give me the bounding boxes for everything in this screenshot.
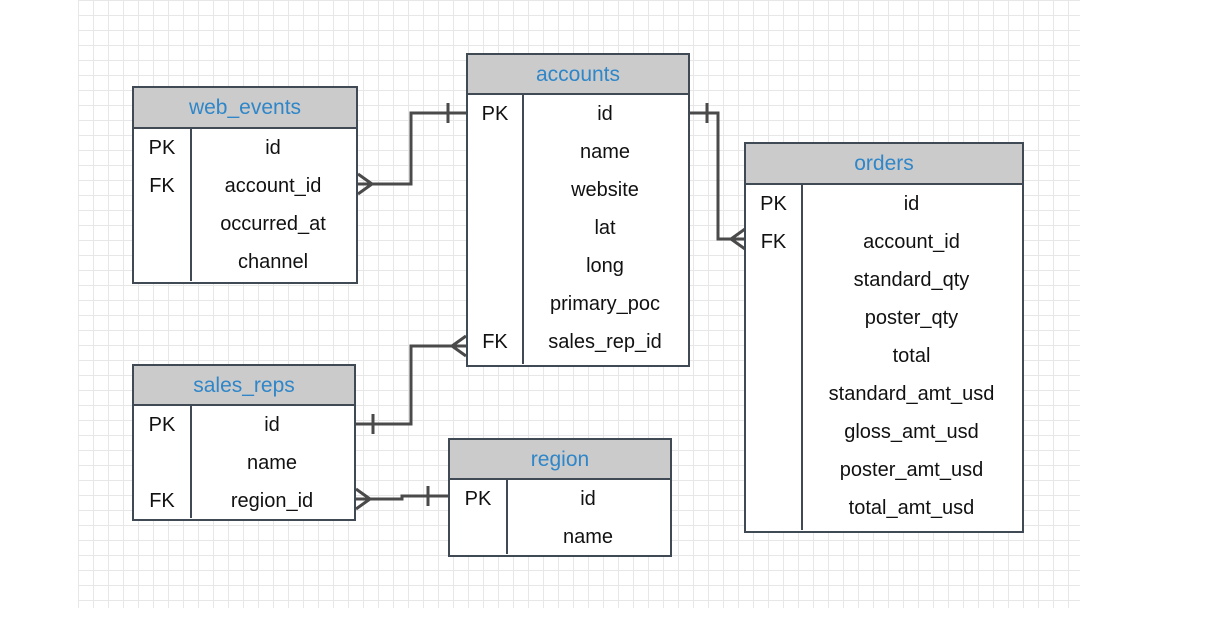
table-row: poster_qty [746, 299, 1022, 337]
field-name: gloss_amt_usd [844, 420, 979, 443]
table-row: PK id [134, 129, 356, 167]
key-column-divider [190, 406, 192, 518]
field-name: id [903, 192, 920, 215]
table-row: FK sales_rep_id [468, 323, 688, 361]
field-name: name [579, 140, 631, 163]
table-row: long [468, 247, 688, 285]
connector-accounts-orders [690, 103, 746, 251]
table-title-accounts: accounts [468, 55, 688, 95]
field-name: primary_poc [549, 292, 661, 315]
table-row: occurred_at [134, 205, 356, 243]
field-name: name [562, 525, 614, 548]
field-name: id [265, 136, 281, 159]
table-sales-reps[interactable]: sales_reps PK id name FK region_id [132, 364, 356, 521]
field-name: long [586, 254, 624, 277]
table-row: total_amt_usd [746, 489, 1022, 527]
table-body-accounts: PK id name website lat long primary_p [468, 95, 688, 364]
table-row: name [134, 444, 354, 482]
field-name: account_id [863, 230, 960, 253]
field-name: channel [237, 250, 309, 273]
table-row: lat [468, 209, 688, 247]
table-body-orders: PK id FK account_id standard_qty poster_… [746, 185, 1022, 530]
key-label: FK [482, 330, 508, 353]
key-column-divider [190, 129, 192, 281]
field-name: standard_qty [853, 268, 970, 291]
table-body-web-events: PK id FK account_id occurred_at channel [134, 129, 356, 281]
table-body-region: PK id name [450, 480, 670, 554]
table-row: PK id [450, 480, 670, 518]
table-orders[interactable]: orders PK id FK account_id standard_qty … [744, 142, 1024, 533]
field-name: id [264, 413, 280, 436]
table-row: channel [134, 243, 356, 281]
key-label: PK [464, 487, 492, 510]
table-body-sales-reps: PK id name FK region_id [134, 406, 354, 518]
table-region[interactable]: region PK id name [448, 438, 672, 557]
table-web-events[interactable]: web_events PK id FK account_id occurred_… [132, 86, 358, 284]
key-label: FK [760, 230, 787, 253]
connector-sales-reps-region [355, 486, 448, 511]
table-row: primary_poc [468, 285, 688, 323]
table-row: gloss_amt_usd [746, 413, 1022, 451]
key-label: FK [149, 174, 175, 197]
table-title-orders: orders [746, 144, 1022, 185]
field-name: account_id [224, 174, 322, 197]
table-row: name [468, 133, 688, 171]
table-row: FK region_id [134, 482, 354, 520]
table-row: poster_amt_usd [746, 451, 1022, 489]
field-name: standard_amt_usd [828, 382, 995, 405]
field-name: occurred_at [220, 212, 326, 235]
key-column-divider [801, 185, 803, 530]
key-label: PK [760, 192, 787, 215]
table-row: FK account_id [746, 223, 1022, 261]
key-label: PK [148, 136, 176, 159]
key-column-divider [522, 95, 524, 364]
table-row: PK id [468, 95, 688, 133]
field-name: total_amt_usd [848, 496, 975, 519]
field-name: name [246, 451, 298, 474]
table-title-sales-reps: sales_reps [134, 366, 354, 406]
key-label: PK [148, 413, 176, 436]
table-title-web-events: web_events [134, 88, 356, 129]
field-name: poster_amt_usd [839, 458, 984, 481]
field-name: total [892, 344, 931, 367]
table-row: total [746, 337, 1022, 375]
table-row: PK id [134, 406, 354, 444]
field-name: lat [594, 216, 616, 239]
field-name: poster_qty [864, 306, 959, 329]
table-row: standard_qty [746, 261, 1022, 299]
connector-accounts-sales-reps [356, 334, 467, 434]
field-name: website [571, 178, 639, 201]
field-name: id [597, 102, 613, 125]
table-row: standard_amt_usd [746, 375, 1022, 413]
connector-web-events-accounts [357, 103, 466, 196]
key-column-divider [506, 480, 508, 554]
table-row: name [450, 518, 670, 556]
table-accounts[interactable]: accounts PK id name website lat long [466, 53, 690, 367]
table-row: website [468, 171, 688, 209]
key-label: PK [481, 102, 509, 125]
table-row: PK id [746, 185, 1022, 223]
table-title-region: region [450, 440, 670, 480]
key-label: FK [149, 489, 175, 512]
field-name: sales_rep_id [548, 330, 662, 353]
table-row: FK account_id [134, 167, 356, 205]
field-name: region_id [230, 489, 314, 512]
field-name: id [580, 487, 596, 510]
